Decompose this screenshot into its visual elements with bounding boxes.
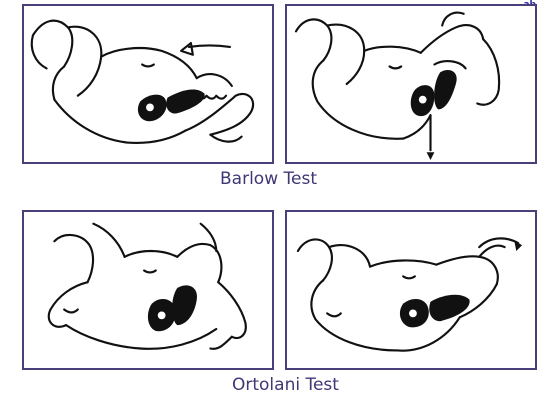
infant-hip-illustration (287, 6, 535, 162)
ortolani-panel-1 (22, 210, 274, 370)
ortolani-panel-2 (285, 210, 537, 370)
infant-hip-illustration (287, 212, 535, 368)
ortolani-test-caption: Ortolani Test (232, 375, 339, 395)
barlow-panel-1 (22, 4, 274, 164)
barlow-test-caption: Barlow Test (220, 169, 317, 189)
infant-hip-illustration (24, 212, 272, 368)
barlow-panel-2 (285, 4, 537, 164)
infant-hip-illustration (24, 6, 272, 162)
